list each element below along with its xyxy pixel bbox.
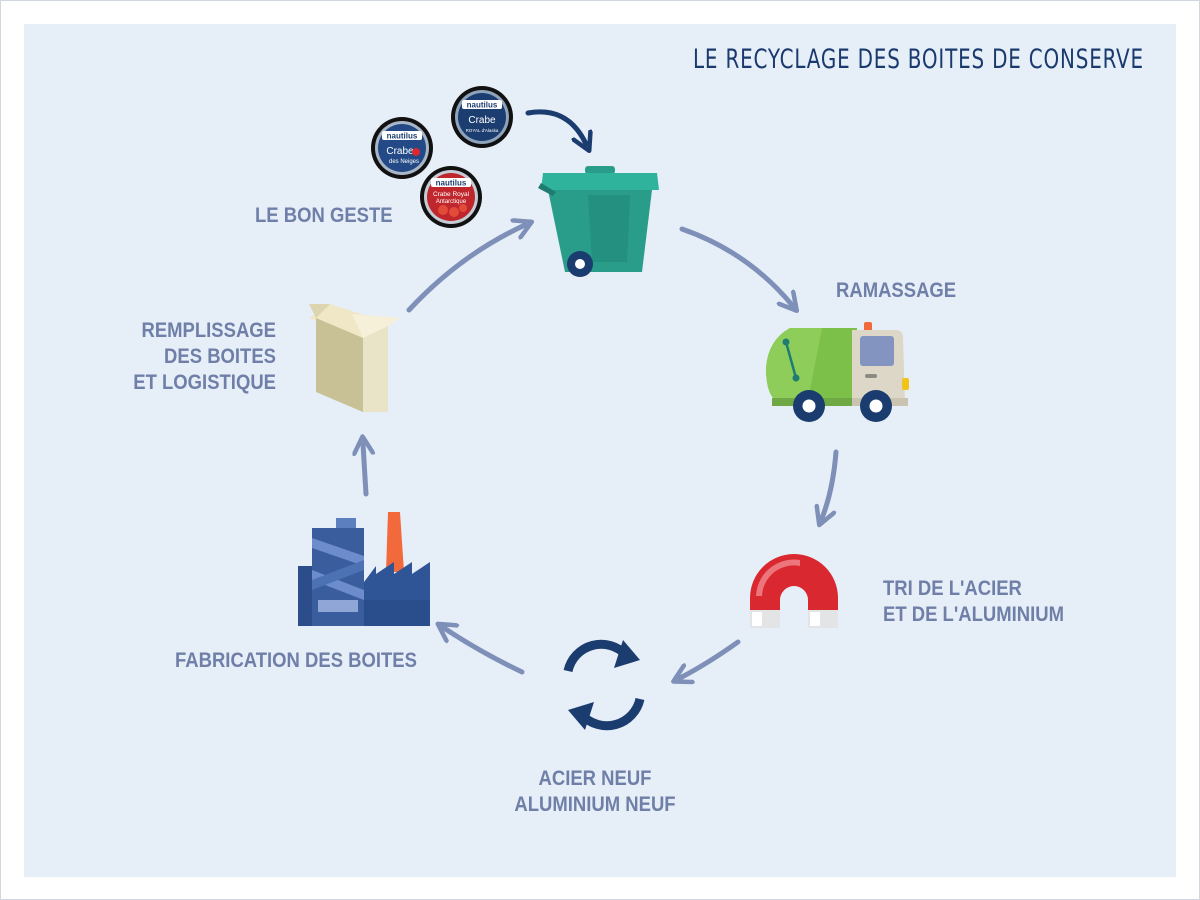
page-title: LE RECYCLAGE DES BOITES DE CONSERVE	[693, 44, 1144, 75]
svg-text:nautilus: nautilus	[387, 132, 418, 141]
garbage-truck-icon	[766, 322, 909, 422]
trash-bin-icon	[538, 166, 659, 277]
step-label-neuf: ACIER NEUF ALUMINIUM NEUF	[514, 767, 676, 816]
arrow-truck-to-magnet	[822, 449, 839, 518]
arrow-factory-to-box	[363, 444, 366, 497]
step-label-remplissage: REMPLISSAGE DES BOITES ET LOGISTIQUE	[133, 319, 276, 394]
tin-can-icon: nautilus Crabe des Neiges	[371, 117, 433, 179]
svg-text:Crabe: Crabe	[386, 146, 414, 157]
arrow-bin-to-truck	[679, 226, 792, 305]
svg-text:Antarctique: Antarctique	[436, 199, 467, 205]
arrow-recycle-to-factory	[444, 628, 525, 675]
cycle-arrows	[363, 225, 839, 678]
svg-text:nautilus: nautilus	[467, 101, 498, 110]
factory-icon	[298, 512, 430, 626]
arrow-cans-to-bin	[525, 109, 586, 144]
svg-text:des Neiges: des Neiges	[389, 159, 419, 165]
tin-can-icon: nautilus Crabe Royal Antarctique	[420, 166, 482, 228]
step-label-fabrication: FABRICATION DES BOITES	[175, 649, 417, 672]
step-label-bon-geste: LE BON GESTE	[255, 204, 393, 227]
svg-text:ROYAL d'Alaska: ROYAL d'Alaska	[466, 128, 499, 133]
svg-text:nautilus: nautilus	[436, 179, 467, 188]
arrow-magnet-to-recycle	[680, 639, 741, 678]
cardboard-box-icon	[309, 304, 400, 412]
svg-text:Crabe: Crabe	[468, 115, 496, 126]
arrow-box-to-bin	[406, 225, 525, 313]
step-label-ramassage: RAMASSAGE	[836, 279, 957, 302]
step-label-tri: TRI DE L'ACIER ET DE L'ALUMINIUM	[883, 577, 1064, 626]
magnet-icon	[750, 554, 838, 628]
recycle-arrows-icon	[563, 639, 645, 731]
tin-can-icon: nautilus Crabe ROYAL d'Alaska	[451, 86, 513, 148]
svg-text:Crabe Royal: Crabe Royal	[433, 191, 470, 198]
